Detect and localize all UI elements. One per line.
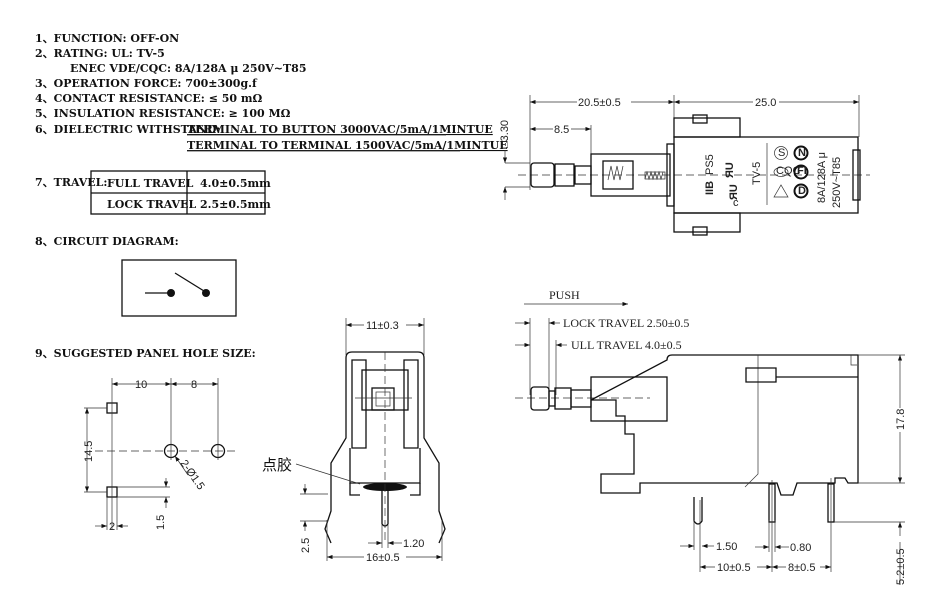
side-view-drawing: PUSH LOCK TRAVEL 2.50±0.5 ULL TRAVEL 4.0…	[515, 288, 907, 585]
travel-row-name: LOCK TRAVEL	[107, 198, 196, 211]
dim-3-30: □3.30	[499, 120, 511, 148]
spec-insulation-resistance: 5、INSULATION RESISTANCE: ≥ 100 MΩ	[35, 107, 291, 120]
dim-8-pitch: 8±0.5	[788, 562, 815, 574]
spec-circuit-label: 8、CIRCUIT DIAGRAM:	[35, 235, 179, 248]
lock-travel-label: LOCK TRAVEL 2.50±0.5	[563, 316, 689, 330]
dim-16: 16±0.5	[366, 552, 400, 564]
brand-logo: IIB	[704, 181, 716, 195]
cert-d-icon: D	[798, 185, 806, 197]
enec-triangle-icon	[773, 184, 789, 198]
full-travel-label: ULL TRAVEL 4.0±0.5	[571, 338, 682, 352]
spec-list: 1、FUNCTION: OFF-ON 2、RATING: UL: TV-5 EN…	[35, 32, 508, 360]
dim-10: 10	[135, 379, 147, 391]
spec-function: 1、FUNCTION: OFF-ON	[35, 32, 179, 45]
marking-rating-2: 250V~T85	[831, 157, 843, 208]
dim-2: 2	[109, 521, 115, 533]
cert-c: c	[733, 197, 739, 209]
dim-0-80: 0.80	[790, 542, 811, 554]
marking-model: PS5	[704, 154, 716, 175]
front-view-drawing: 11±0.3 点胶 2.5 1.20 16±0.5	[262, 318, 446, 564]
panel-hole-drawing: 10 8 14.5 1.5 2 2-Ø1.5	[83, 378, 235, 533]
circuit-diagram	[121, 259, 237, 317]
spec-dielectric-label: 6、DIELECTRIC WITHSTAND:	[35, 123, 220, 136]
dim-8: 8	[191, 379, 197, 391]
spec-dielectric-1: TERMINAL TO BUTTON 3000VAC/5mA/1MINTUE	[187, 123, 493, 136]
dim-20-5: 20.5±0.5	[578, 97, 621, 109]
dim-8-5: 8.5	[554, 124, 569, 136]
cert-s-icon: S	[778, 147, 785, 159]
glue-label: 点胶	[262, 456, 292, 474]
cert-symbols: S N CQC FI D	[773, 145, 809, 199]
dim-1-5: 1.5	[155, 515, 167, 530]
cert-n-icon: N	[798, 147, 806, 159]
dim-17-8: 17.8	[895, 409, 907, 430]
marking-rating-1: 8A/128A μ	[816, 152, 828, 203]
dim-1-20: 1.20	[403, 538, 424, 550]
spec-dielectric-2: TERMINAL TO TERMINAL 1500VAC/5mA/1MINTUE	[187, 139, 508, 152]
dim-14-5: 14.5	[83, 441, 95, 462]
spec-panel-label: 9、SUGGESTED PANEL HOLE SIZE:	[35, 347, 256, 360]
spec-operation-force: 3、OPERATION FORCE: 700±300g.f	[35, 77, 258, 90]
dim-25: 25.0	[755, 97, 776, 109]
dim-2-5: 2.5	[300, 538, 312, 553]
travel-table: FULL TRAVEL 4.0±0.5mm LOCK TRAVEL 2.5±0.…	[90, 170, 271, 215]
marking-ul: TV-5	[751, 162, 763, 185]
dim-5-2: 5.2±0.5	[895, 548, 907, 585]
travel-row-name: FULL TRAVEL	[107, 177, 194, 190]
dim-1-50: 1.50	[716, 541, 737, 553]
travel-row-value: 2.5±0.5mm	[200, 198, 271, 211]
dim-hole: 2-Ø1.5	[178, 458, 207, 492]
travel-row-value: 4.0±0.5mm	[200, 177, 271, 190]
spec-travel-label: 7、TRAVEL:	[35, 176, 107, 189]
dim-11: 11±0.3	[366, 320, 399, 332]
push-label: PUSH	[549, 288, 580, 302]
dim-10-pitch: 10±0.5	[717, 562, 751, 574]
ul-mark-icon: ЯU	[724, 162, 736, 178]
cert-fi-icon: FI	[797, 165, 807, 177]
spec-rating: 2、RATING: UL: TV-5	[35, 47, 165, 60]
top-view-drawing: 20.5±0.5 25.0 8.5 □3.30 IIB PS5 ЯU ЯU c …	[499, 95, 870, 236]
spec-rating-enec: ENEC VDE/CQC: 8A/128A μ 250V~T85	[70, 62, 306, 75]
cul-mark-icon: ЯU	[728, 184, 740, 200]
spec-contact-resistance: 4、CONTACT RESISTANCE: ≤ 50 mΩ	[35, 92, 263, 105]
